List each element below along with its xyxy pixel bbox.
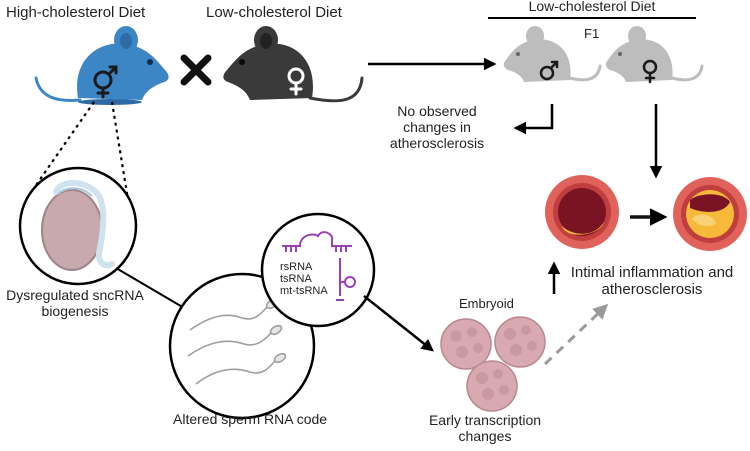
trna-icon	[336, 258, 356, 301]
healthy-artery-icon	[545, 175, 619, 249]
early-changes-text: Early transcription changes	[428, 412, 542, 445]
cross-icon	[180, 54, 212, 86]
female-symbol-icon	[287, 67, 305, 96]
dark-mouse-icon	[223, 26, 364, 103]
no-change-text: No observed changes in atherosclerosis	[389, 103, 485, 152]
testis-icon	[41, 189, 103, 271]
f1-female-mouse-icon	[605, 26, 704, 82]
male-symbol-icon	[539, 60, 559, 81]
rna-types-text: rsRNA tsRNA mt-tsRNA	[280, 261, 328, 297]
female-symbol-icon-f1	[642, 59, 658, 84]
arrow-rna-to-embryoid	[363, 295, 434, 352]
rna-circle	[260, 212, 376, 328]
f1-diet-label: Low-cholesterol Diet	[528, 0, 656, 14]
diseased-artery-icon	[673, 177, 747, 251]
sperm-icon	[187, 298, 287, 385]
testis-circle	[18, 166, 138, 286]
embryoid-icon	[440, 316, 546, 412]
low-cholesterol-diet-label: Low-cholesterol Diet	[206, 4, 342, 21]
high-cholesterol-diet-label: High-cholesterol Diet	[6, 4, 146, 21]
epididymis-icon	[53, 180, 115, 269]
male-female-symbol-icon	[93, 65, 118, 99]
f1-label: F1	[584, 26, 600, 41]
arrow-f1-male-to-no-change	[513, 104, 554, 135]
altered-sperm-text: Altered sperm RNA code	[173, 411, 328, 427]
outcome-text: Intimal inflammation and atherosclerosis	[570, 264, 734, 299]
arrow-embryoid-dashed	[543, 303, 609, 366]
dysregulated-text: Dysregulated sncRNA biogenesis	[6, 287, 144, 320]
rrna-icon	[282, 231, 352, 252]
embryoid-label: Embryoid	[459, 296, 514, 311]
